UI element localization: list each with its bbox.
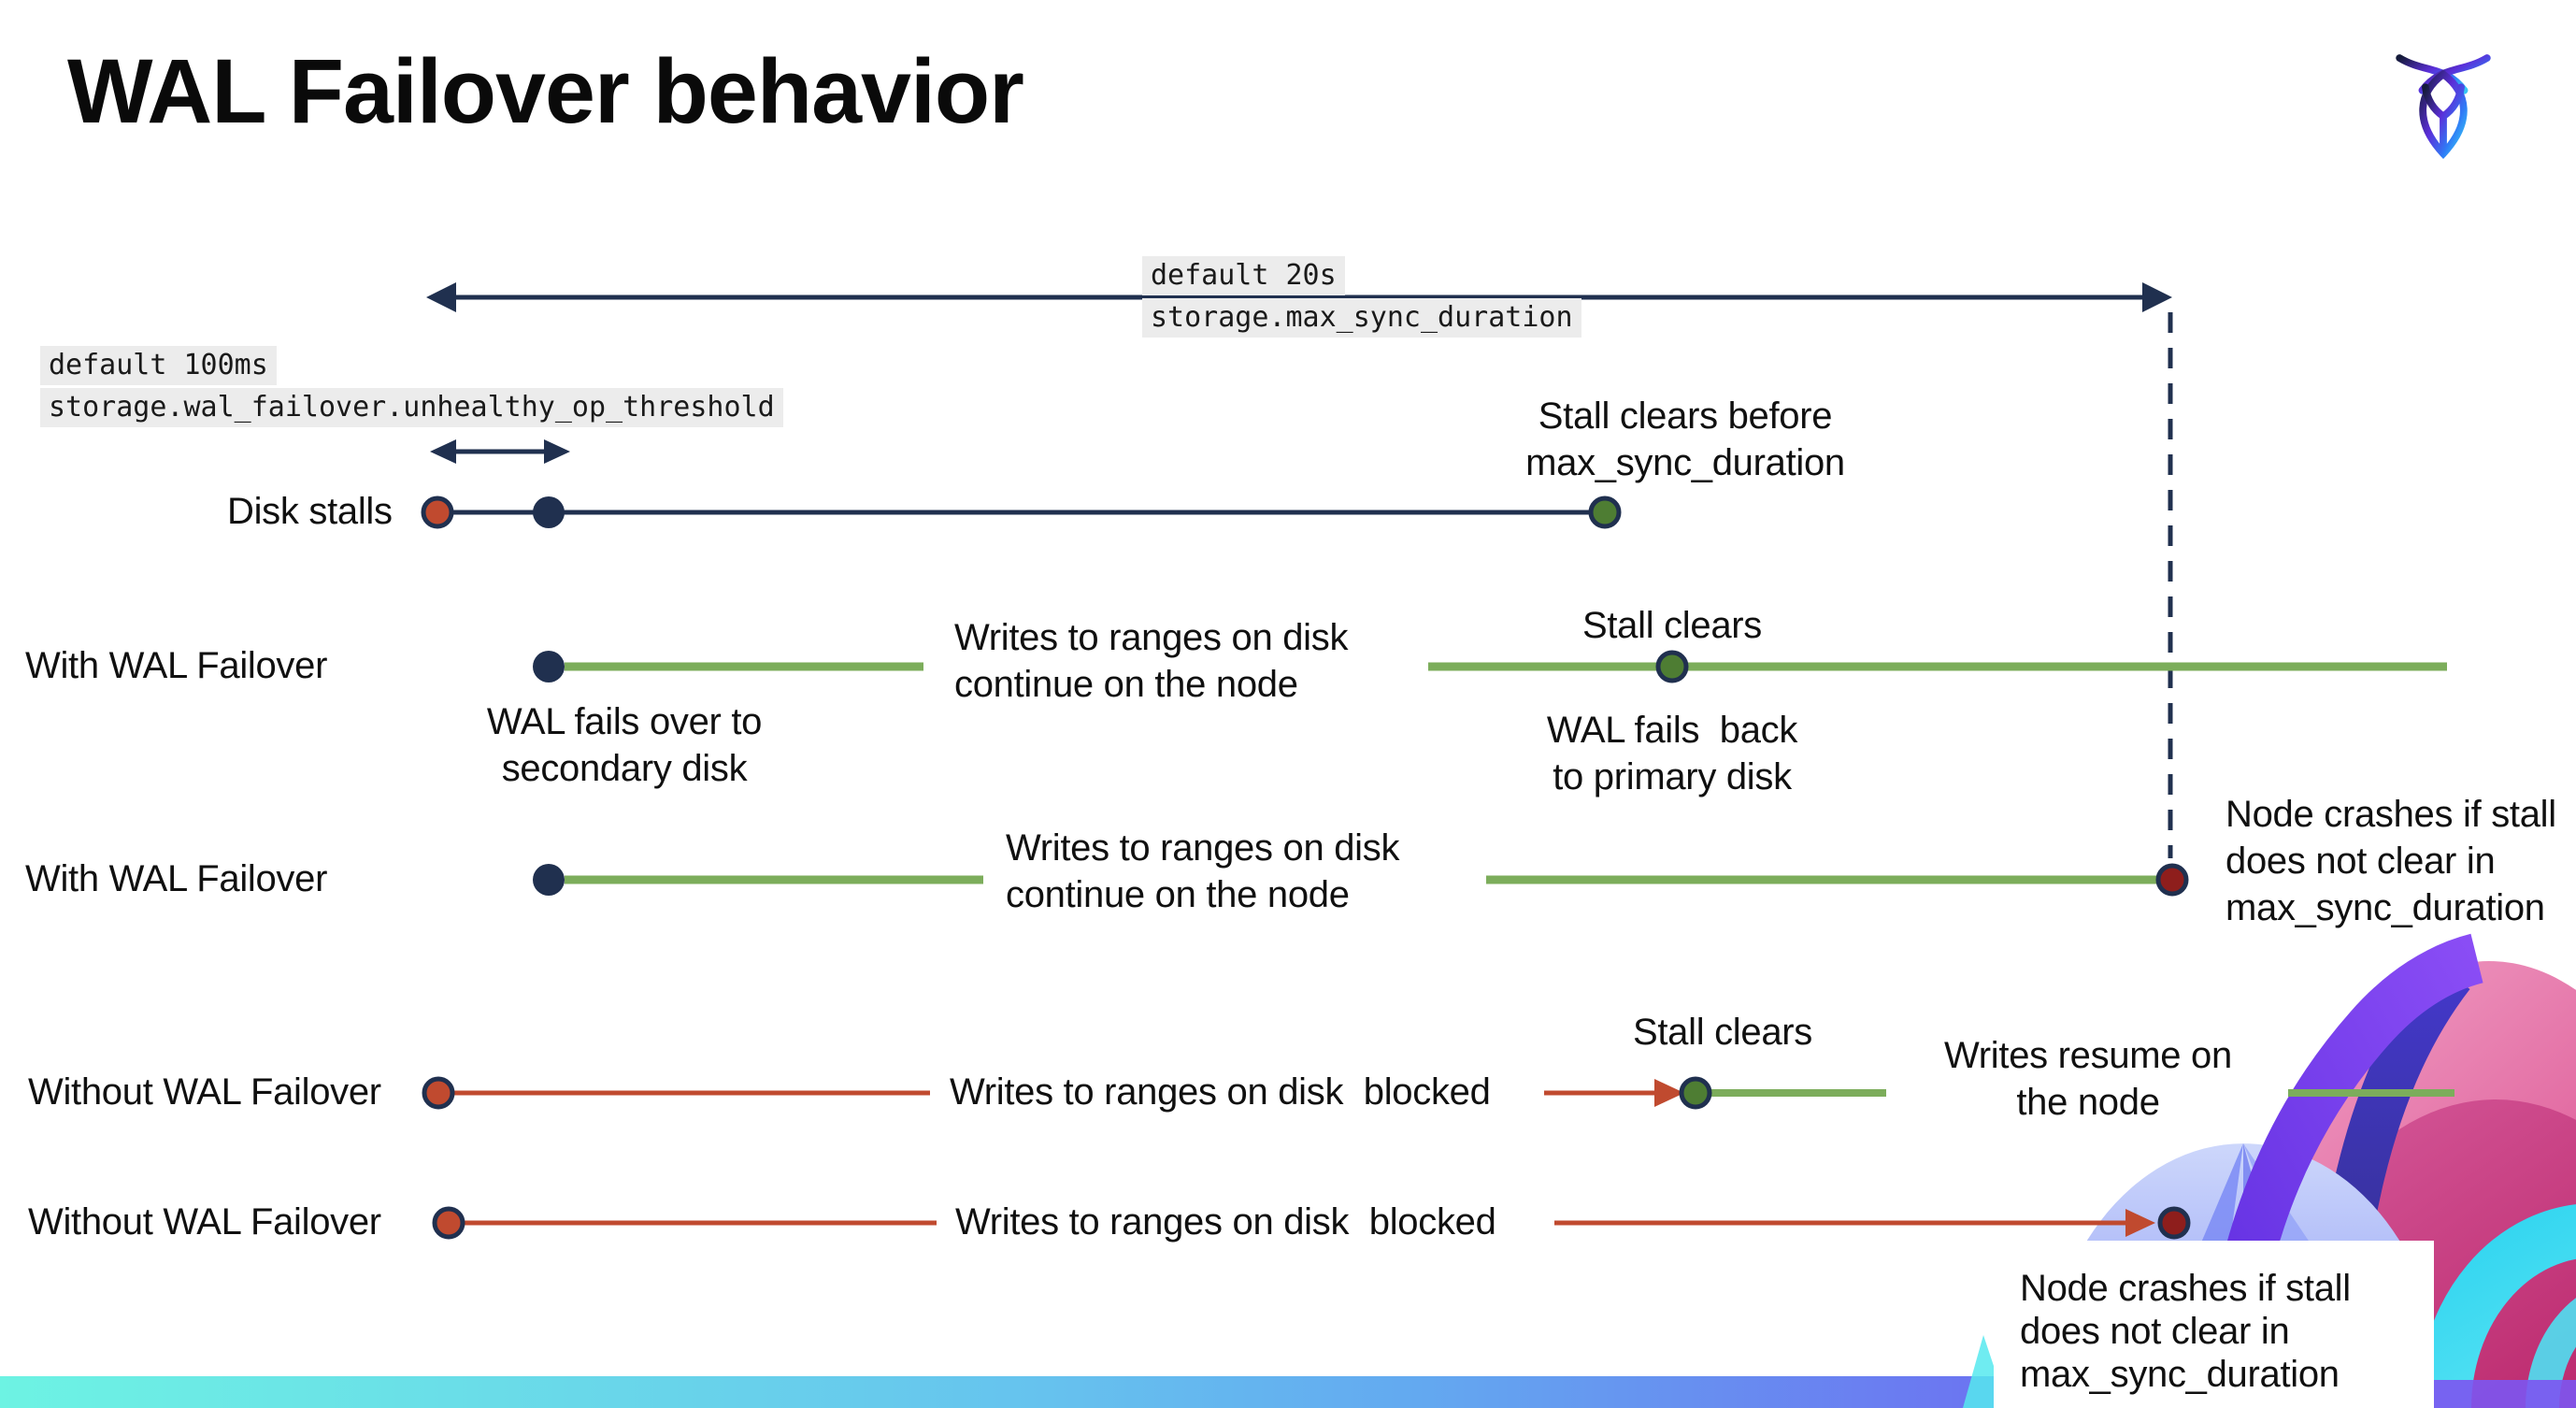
art-cyan-arch xyxy=(2417,1204,2576,1408)
note-wal-fails-over: WAL fails over to secondary disk xyxy=(486,701,763,789)
row-with-wal-failover-1 xyxy=(533,650,2447,683)
failover-dot xyxy=(533,864,565,896)
row-label-without-wal-failover-1: Without WAL Failover xyxy=(28,1071,381,1113)
setting-name: storage.wal_failover.unhealthy_op_thresh… xyxy=(40,388,783,427)
setting-label-unhealthy-op-threshold: default 100ms storage.wal_failover.unhea… xyxy=(40,346,783,430)
stall-start-dot xyxy=(421,496,454,529)
note-stall-clears-row2: Stall clears xyxy=(1581,605,1763,646)
note-writes-resume: Writes resume on the node xyxy=(1944,1035,2232,1123)
antenna-right xyxy=(2418,54,2491,94)
row-label-without-wal-failover-2: Without WAL Failover xyxy=(28,1201,381,1243)
setting-default-value: default 100ms xyxy=(40,346,277,385)
setting-label-max-sync-duration: default 20s storage.max_sync_duration xyxy=(1142,256,1581,340)
note-stall-clears-before: Stall clears before max_sync_duration xyxy=(1525,395,1845,483)
page-title: WAL Failover behavior xyxy=(67,40,1024,142)
row-with-wal-failover-2 xyxy=(533,863,2189,897)
stall-clears-dot xyxy=(1679,1076,1712,1110)
crash-dot xyxy=(2155,863,2189,897)
note-writes-blocked-row4: Writes to ranges on disk blocked xyxy=(950,1071,1491,1113)
note-writes-continue-row2: Writes to ranges on disk continue on the… xyxy=(954,617,1349,705)
note-stall-clears-row4: Stall clears xyxy=(1632,1012,1813,1053)
row-without-wal-failover-1 xyxy=(422,1076,2454,1110)
row-without-wal-failover-2 xyxy=(432,1206,2191,1240)
blocked-arrowhead xyxy=(2125,1209,2155,1237)
roach-stem xyxy=(2422,83,2465,158)
stall-start-dot xyxy=(422,1076,455,1110)
setting-name: storage.max_sync_duration xyxy=(1142,298,1581,338)
setting-default-value: default 20s xyxy=(1142,256,1345,295)
art-cyan-arch xyxy=(2526,1298,2576,1408)
max-sync-duration-arrow xyxy=(426,282,2172,312)
crash-dot xyxy=(2157,1206,2191,1240)
blocked-arrowhead xyxy=(1654,1079,1684,1107)
threshold-dot xyxy=(533,496,565,528)
note-writes-blocked-row5: Writes to ranges on disk blocked xyxy=(955,1201,1496,1243)
stall-clears-dot xyxy=(1588,496,1622,529)
failback-dot xyxy=(1655,650,1689,683)
cockroachdb-logo xyxy=(2396,54,2491,160)
note-node-crashes-row3: Node crashes if stall does not clear in … xyxy=(2225,794,2556,928)
note-wal-fails-back: WAL fails back to primary disk xyxy=(1546,710,1798,797)
row-disk-stalls xyxy=(421,496,1622,529)
failover-dot xyxy=(533,651,565,682)
row-label-disk-stalls: Disk stalls xyxy=(227,491,393,532)
row-label-with-wal-failover-1: With WAL Failover xyxy=(25,645,328,686)
crash-callout-box: Node crashes if stall does not clear in … xyxy=(1994,1241,2434,1408)
stall-start-dot xyxy=(432,1206,465,1240)
note-node-crashes-row5: Node crashes if stall does not clear in … xyxy=(2020,1268,2351,1395)
note-writes-continue-row3: Writes to ranges on disk continue on the… xyxy=(1006,827,1400,915)
unhealthy-op-threshold-arrow xyxy=(430,439,570,464)
antenna-left xyxy=(2396,54,2469,94)
row-label-with-wal-failover-2: With WAL Failover xyxy=(25,858,328,899)
